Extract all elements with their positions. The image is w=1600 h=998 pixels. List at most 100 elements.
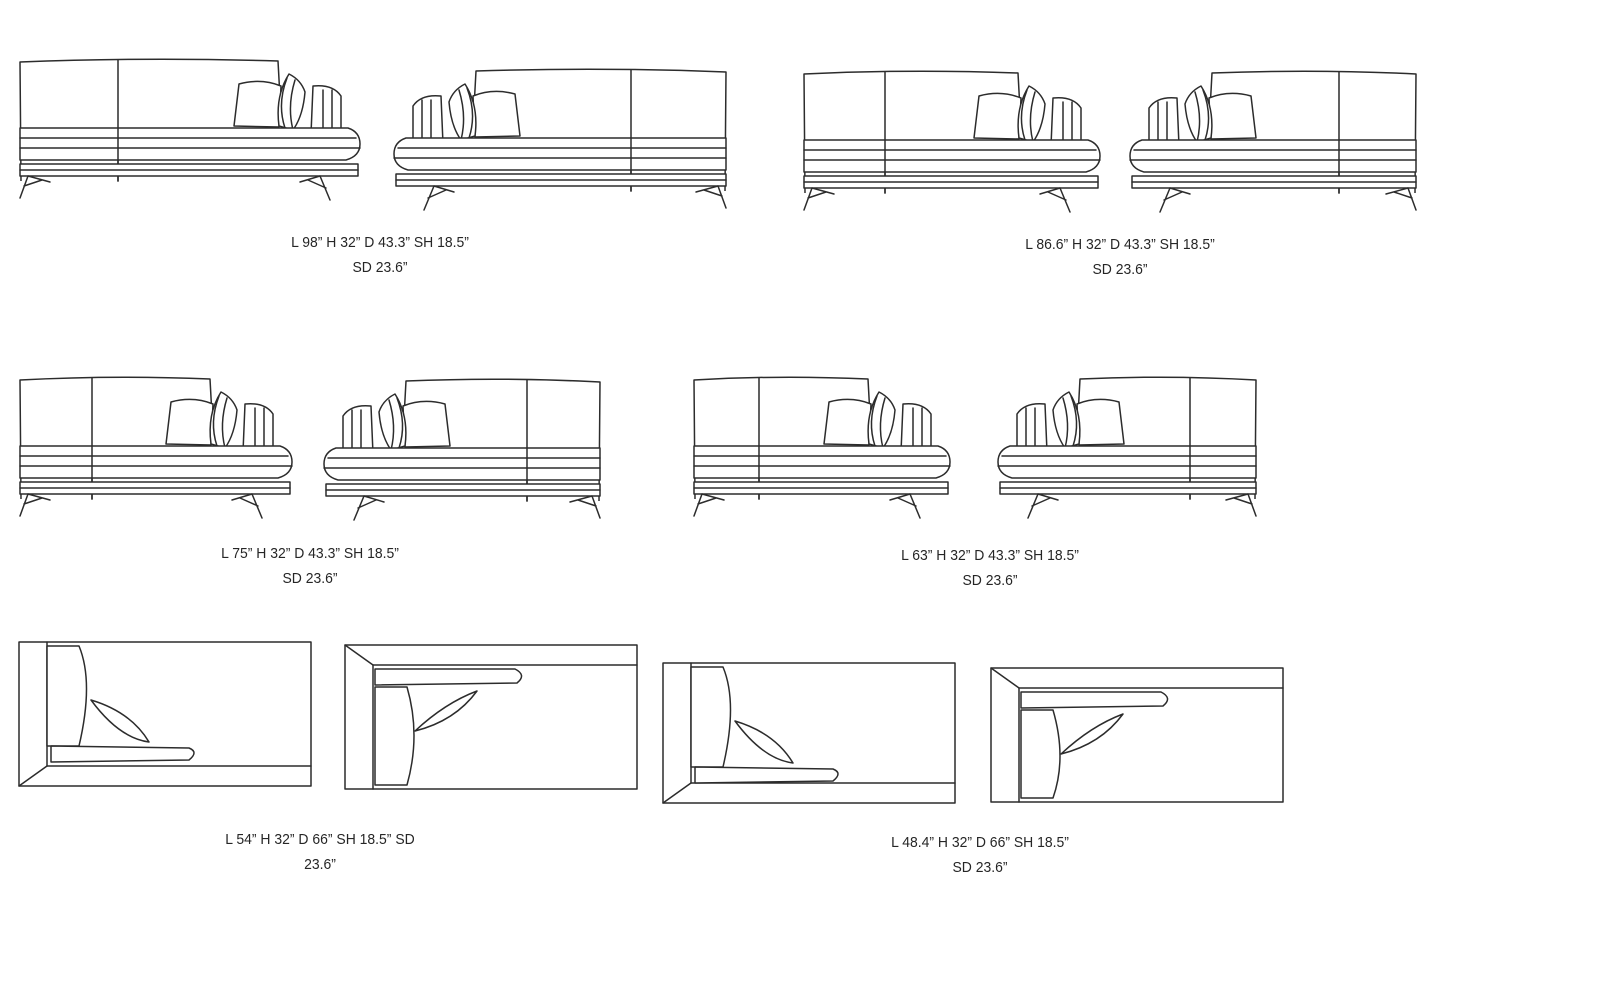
throw-pillow bbox=[233, 80, 282, 128]
dimension-line-1: L 63” H 32” D 43.3” SH 18.5” bbox=[901, 547, 1079, 564]
plan-corner bbox=[662, 782, 692, 804]
plan-pillow bbox=[414, 690, 478, 732]
seat-cushion bbox=[393, 137, 727, 171]
plan-corner bbox=[18, 765, 48, 787]
plan-corner bbox=[344, 644, 374, 666]
sofa-leg bbox=[299, 175, 331, 201]
sofa-leg bbox=[1225, 493, 1257, 517]
throw-pillow bbox=[209, 391, 238, 449]
sofa-leg bbox=[423, 185, 455, 211]
throw-pillow bbox=[973, 92, 1022, 140]
armrest bbox=[310, 84, 342, 137]
sofa-leg bbox=[693, 493, 725, 517]
throw-pillow bbox=[823, 398, 872, 446]
throw-pillow bbox=[448, 83, 477, 141]
plan-back-cushion bbox=[374, 668, 523, 686]
plan-seat-cushion bbox=[374, 686, 415, 786]
plan-seat-cushion bbox=[694, 766, 839, 784]
pillow-fold bbox=[879, 397, 886, 449]
armrest bbox=[412, 94, 444, 147]
seat-cushion bbox=[693, 445, 951, 479]
sofa-leg bbox=[1159, 187, 1191, 213]
pillow-fold bbox=[1062, 397, 1069, 449]
sofa-leg bbox=[803, 187, 835, 211]
armrest bbox=[900, 402, 932, 455]
sofa-leg bbox=[231, 493, 263, 519]
throw-pillow bbox=[378, 393, 407, 451]
pillow-fold bbox=[280, 77, 288, 129]
pillow-fold bbox=[1020, 89, 1028, 141]
dimension-label-75: L 75” H 32” D 43.3” SH 18.5” SD 23.6” bbox=[171, 541, 450, 591]
sofa-leg bbox=[569, 495, 601, 519]
plan-back-cushion bbox=[690, 666, 732, 768]
throw-pillow bbox=[402, 400, 451, 448]
pillow-fold bbox=[870, 395, 878, 447]
pillow-fold bbox=[221, 397, 228, 449]
pillow-fold bbox=[1070, 395, 1078, 447]
plan-pillow bbox=[1060, 713, 1124, 755]
plan-pillow bbox=[90, 699, 150, 743]
dimension-line-2: SD 23.6” bbox=[1092, 261, 1148, 278]
dimension-label-54: L 54” H 32” D 66” SH 18.5” SD 23.6” bbox=[171, 827, 469, 877]
plan-seat-cushion bbox=[50, 745, 195, 763]
dimension-line-2: SD 23.6” bbox=[282, 570, 338, 587]
sofa-leg bbox=[19, 493, 51, 517]
armrest bbox=[1148, 96, 1180, 149]
dimension-label-86-6: L 86.6” H 32” D 43.3” SH 18.5” SD 23.6” bbox=[971, 232, 1269, 282]
dimension-label-63: L 63” H 32” D 43.3” SH 18.5” SD 23.6” bbox=[851, 543, 1130, 593]
throw-pillow bbox=[1076, 398, 1125, 446]
sofa-leg bbox=[19, 175, 51, 199]
dimension-line-1: L 75” H 32” D 43.3” SH 18.5” bbox=[221, 545, 399, 562]
throw-pillow bbox=[277, 73, 306, 131]
seat-cushion bbox=[323, 447, 601, 481]
plan-pillow bbox=[734, 720, 794, 764]
dimension-line-1: L 98” H 32” D 43.3” SH 18.5” bbox=[291, 234, 469, 251]
throw-pillow bbox=[165, 398, 214, 446]
plan-back-cushion bbox=[1020, 691, 1169, 709]
dimension-line-1: L 86.6” H 32” D 43.3” SH 18.5” bbox=[1025, 236, 1215, 253]
armrest bbox=[242, 402, 274, 455]
dimension-line-2: SD 23.6” bbox=[962, 572, 1018, 589]
sofa-leg bbox=[1039, 187, 1071, 213]
seat-cushion bbox=[997, 445, 1257, 479]
dimension-label-98: L 98” H 32” D 43.3” SH 18.5” SD 23.6” bbox=[241, 230, 520, 280]
throw-pillow bbox=[1052, 391, 1081, 449]
armrest bbox=[342, 404, 374, 457]
throw-pillow bbox=[472, 90, 521, 138]
sofa-leg bbox=[1027, 493, 1059, 519]
sofa-leg bbox=[695, 185, 727, 209]
pillow-fold bbox=[1202, 89, 1210, 141]
pillow-fold bbox=[458, 89, 465, 141]
pillow-fold bbox=[1194, 91, 1201, 143]
pillow-fold bbox=[212, 395, 220, 447]
seat-cushion bbox=[19, 445, 293, 479]
throw-pillow bbox=[1184, 85, 1213, 143]
dimension-line-2: 23.6” bbox=[304, 856, 336, 873]
throw-pillow bbox=[867, 391, 896, 449]
dimension-line-1: L 54” H 32” D 66” SH 18.5” SD bbox=[225, 831, 415, 848]
dimension-line-1: L 48.4” H 32” D 66” SH 18.5” bbox=[891, 834, 1069, 851]
plan-back-cushion bbox=[46, 645, 88, 747]
armrest bbox=[1050, 96, 1082, 149]
dimension-line-2: SD 23.6” bbox=[952, 859, 1008, 876]
dimension-label-48-4: L 48.4” H 32” D 66” SH 18.5” SD 23.6” bbox=[831, 830, 1129, 880]
plan-corner bbox=[990, 667, 1020, 689]
pillow-fold bbox=[466, 87, 474, 139]
plan-seat-cushion bbox=[1020, 709, 1061, 799]
throw-pillow bbox=[1208, 92, 1257, 140]
throw-pillow bbox=[1017, 85, 1046, 143]
sofa-leg bbox=[1385, 187, 1417, 211]
seat-cushion bbox=[803, 139, 1101, 173]
pillow-fold bbox=[396, 397, 404, 449]
pillow-fold bbox=[289, 79, 296, 131]
armrest bbox=[1016, 402, 1048, 455]
pillow-fold bbox=[388, 399, 395, 451]
dimension-line-2: SD 23.6” bbox=[352, 259, 408, 276]
sofa-leg bbox=[353, 495, 385, 521]
seat-cushion bbox=[19, 127, 361, 161]
pillow-fold bbox=[1029, 91, 1036, 143]
seat-cushion bbox=[1129, 139, 1417, 173]
sofa-leg bbox=[889, 493, 921, 519]
